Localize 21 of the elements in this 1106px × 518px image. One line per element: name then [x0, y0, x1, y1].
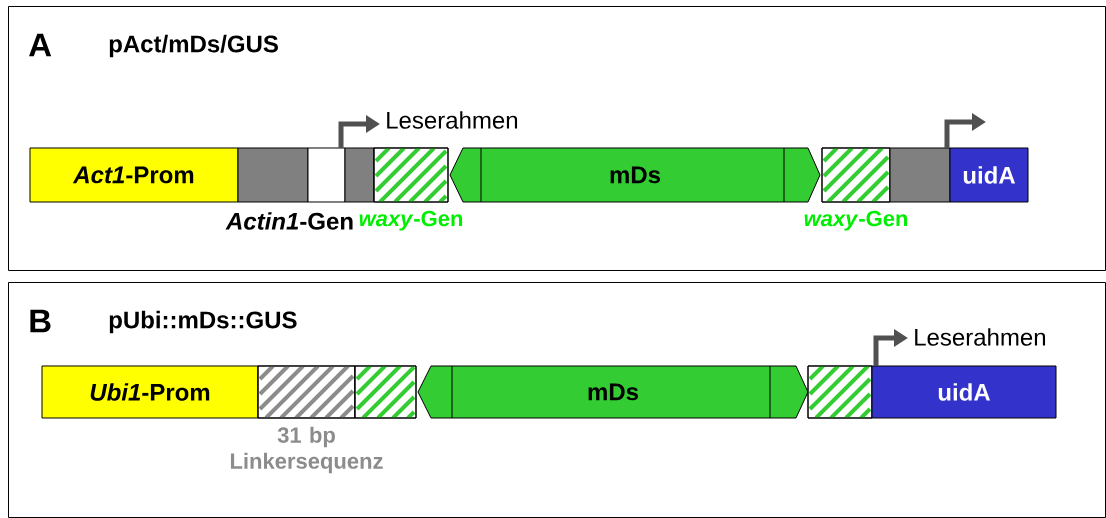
- promoter-box: Ubi1-Prom: [41, 365, 259, 419]
- reading-frame-label: Leserahmen: [915, 328, 1046, 346]
- reporter-gene-box: uidA: [871, 365, 1057, 419]
- gene-segment: [373, 147, 449, 203]
- gene-segment: [821, 147, 891, 203]
- reporter-gene-box: uidA: [949, 147, 1029, 203]
- transposon-segment: mDs: [449, 147, 821, 203]
- gene-label: waxy-Gen: [359, 210, 463, 231]
- gene-label: Actin1-Gen: [225, 212, 353, 230]
- gene-label: waxy-Gen: [804, 210, 908, 231]
- gene-segment: [889, 147, 951, 203]
- gene-label: 31 bp Linkersequenz: [230, 426, 383, 474]
- gene-segment: [344, 147, 375, 203]
- gene-segment: [354, 365, 417, 419]
- gene-segment: [307, 147, 346, 203]
- promoter-box: Act1-Prom: [29, 147, 239, 203]
- reading-frame-label: Leserahmen: [387, 111, 518, 129]
- transposon-segment: mDs: [417, 365, 809, 419]
- gene-segment: [257, 365, 356, 419]
- gene-segment: [807, 365, 873, 419]
- gene-segment: [237, 147, 309, 203]
